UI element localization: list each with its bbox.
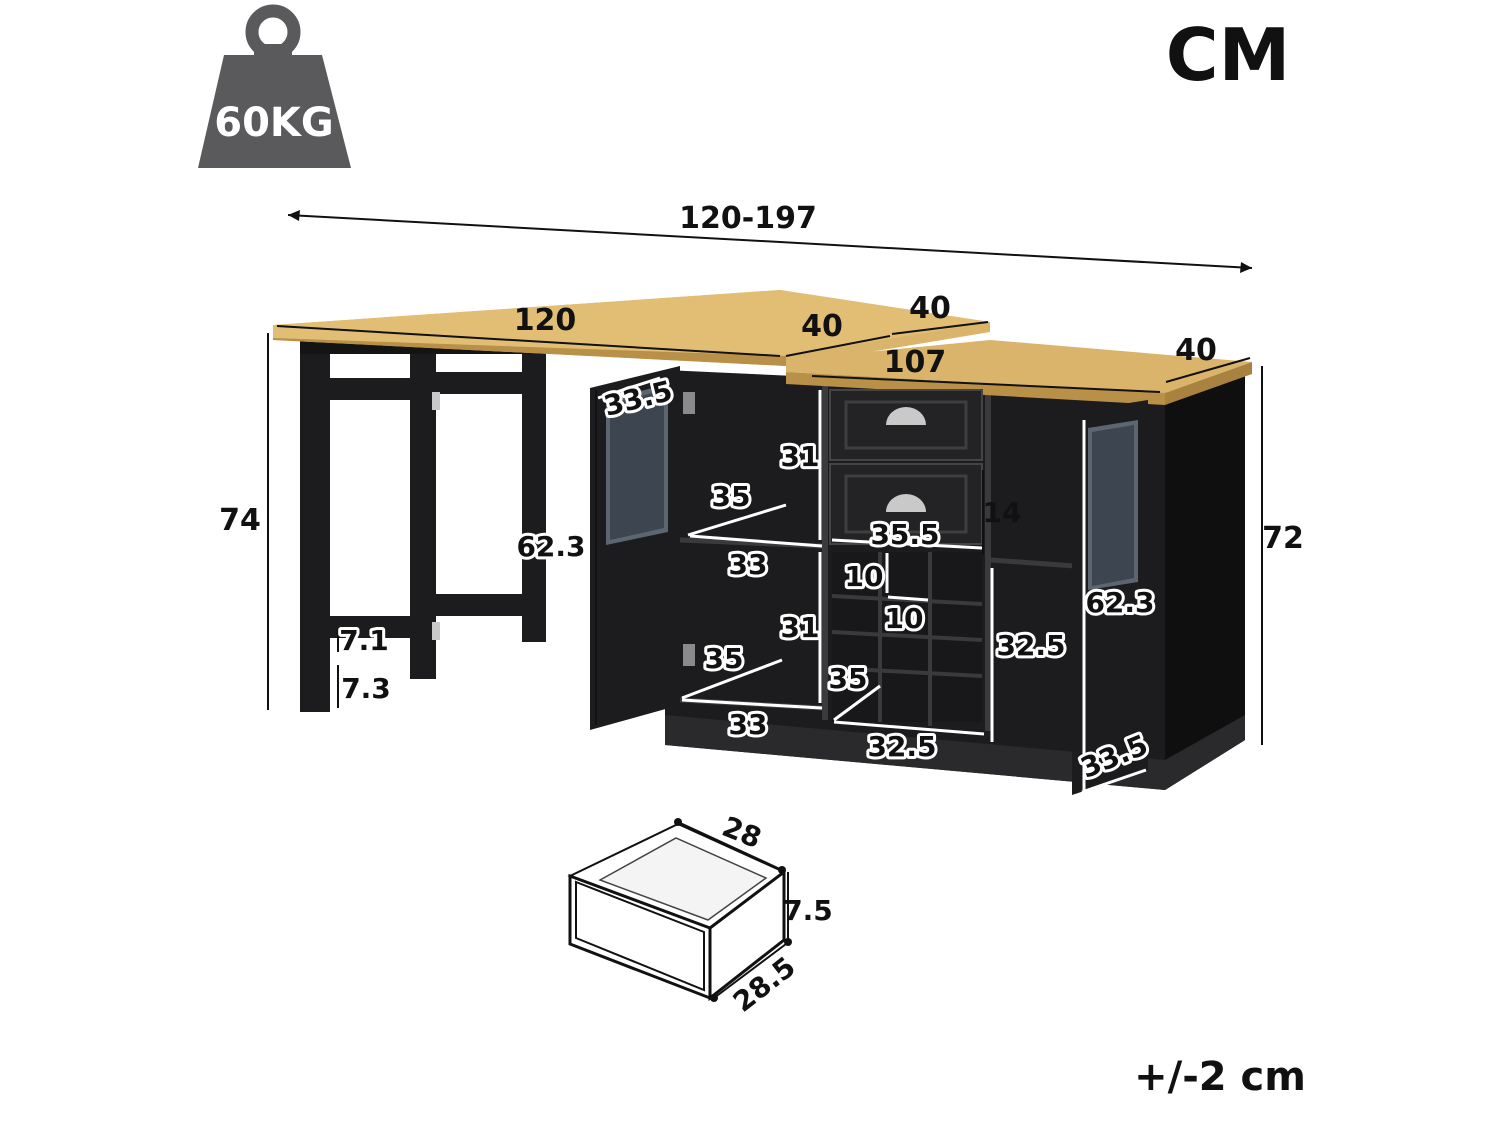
dimension-lines	[267, 321, 1263, 794]
wine-cell-width-label: 10	[885, 602, 924, 635]
drawer-handle-icon	[886, 494, 926, 512]
right-door-height-label: 62.3	[1085, 586, 1154, 619]
cabinet-top-length-label: 107	[884, 345, 947, 380]
left-upper-shelf-width-label: 33	[729, 548, 768, 581]
desk-frame	[300, 340, 546, 712]
left-lower-shelf-height-label: 31	[781, 611, 820, 644]
weight-label: 60KG	[214, 100, 334, 146]
cabinet-right-door	[1072, 400, 1148, 795]
cabinet-left-door	[590, 366, 680, 730]
foot-bar-gap-label: 7.1	[339, 624, 389, 657]
drawer-box-diagram	[567, 818, 792, 1002]
desk-top	[273, 290, 990, 366]
cabinet-top	[786, 340, 1252, 405]
drawer-box-height-label: 7.5	[783, 894, 833, 927]
door-hinge-icon	[683, 392, 695, 666]
desk-extension-width-label: 40	[909, 291, 951, 326]
desk-length-label: 120	[514, 303, 577, 338]
left-upper-shelf-height-label: 31	[781, 440, 820, 473]
desk-height-label: 74	[219, 503, 261, 538]
left-lower-shelf-width-label: 33	[729, 708, 768, 741]
weight-icon	[198, 4, 351, 168]
left-door-height-label: 62.3	[516, 530, 585, 563]
foot-bar-height-label: 7.3	[341, 672, 391, 705]
wine-rack-depth-label: 35	[829, 662, 868, 695]
total-length-dimension-line	[287, 210, 1253, 273]
wine-cell-height-label: 10	[845, 560, 884, 593]
drawer-front-height-label: 14	[983, 496, 1022, 529]
right-compartment-height-label: 32.5	[996, 629, 1065, 662]
left-upper-shelf-depth-label: 35	[712, 480, 751, 513]
total-length-label: 120-197	[679, 201, 817, 236]
left-lower-shelf-depth-label: 35	[705, 642, 744, 675]
drawer-front-width-label: 35.5	[870, 518, 939, 551]
cabinet-height-label: 72	[1262, 521, 1304, 556]
tolerance-label: +/-2 cm	[1134, 1054, 1306, 1100]
desk-extension-depth-label: 40	[801, 309, 843, 344]
units-label: CM	[1166, 13, 1291, 97]
wine-rack	[831, 552, 983, 726]
wine-rack-width-label: 32.5	[867, 730, 936, 763]
cabinet-top-depth-label: 40	[1175, 333, 1217, 368]
drawer-handle-icon	[886, 407, 926, 425]
